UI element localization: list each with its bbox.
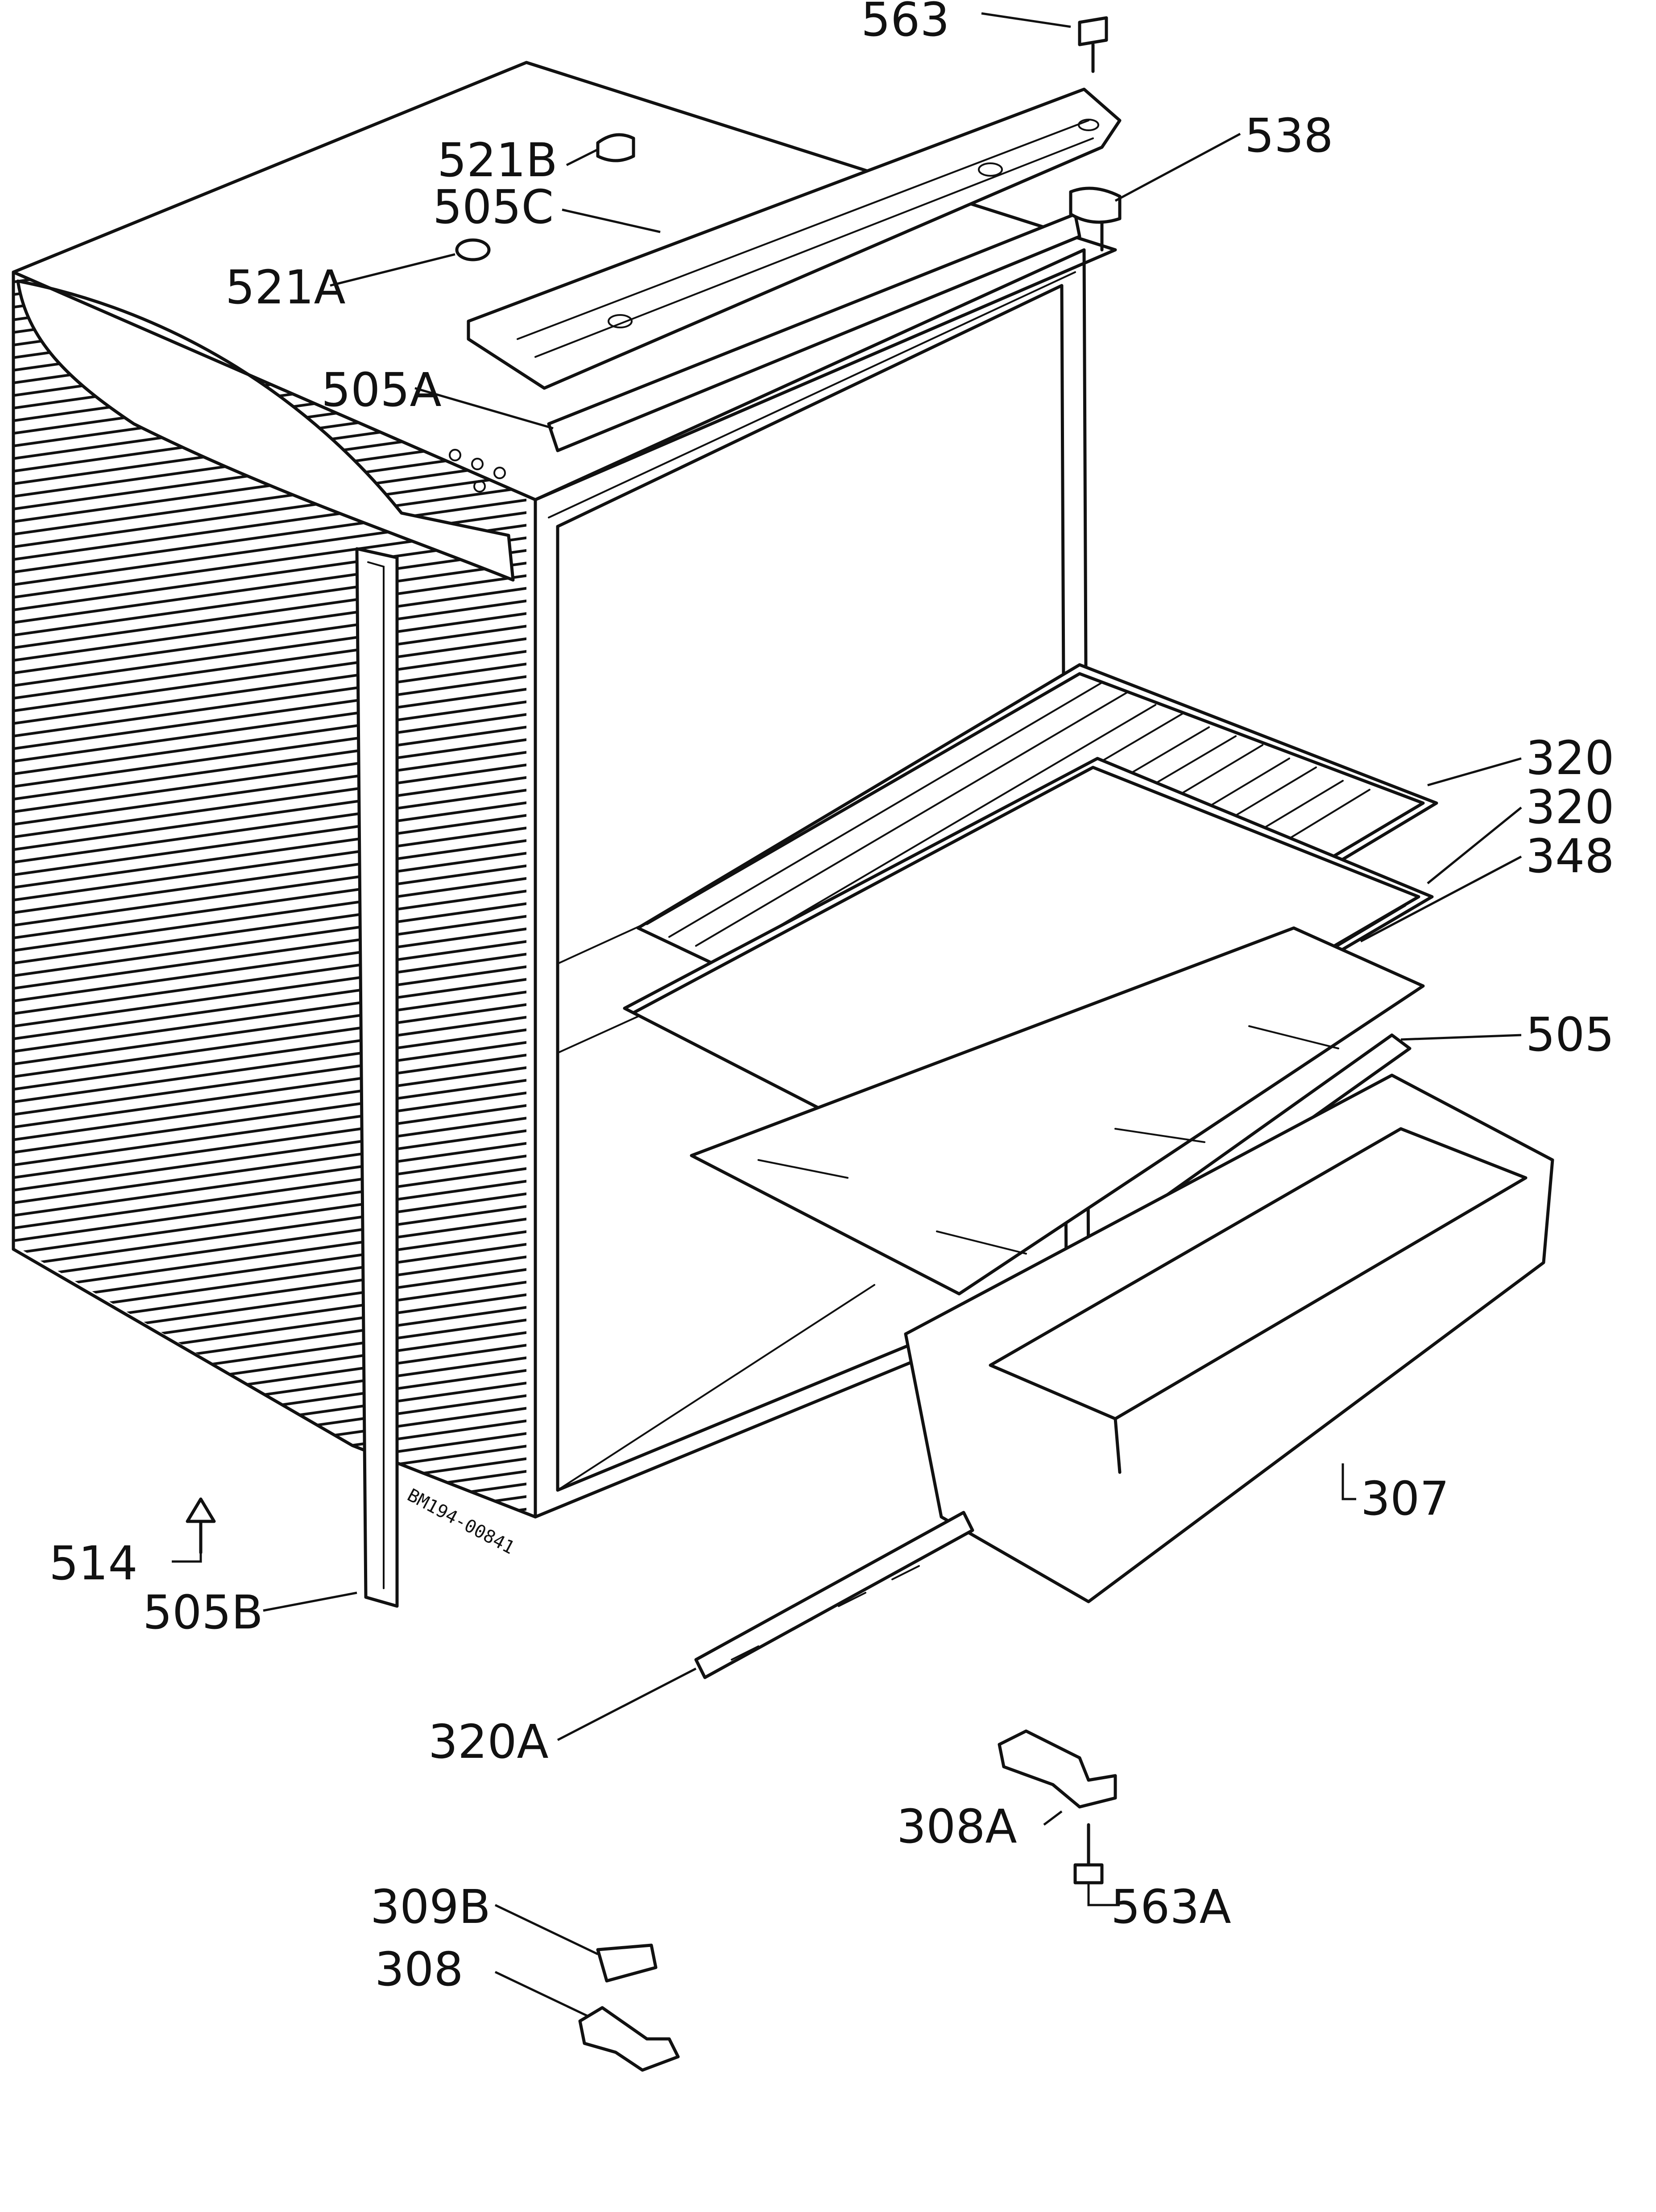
callout-538: 538: [1245, 108, 1333, 163]
door-seal-strip-505b: [355, 547, 399, 1608]
callout-521a: 521A: [225, 260, 346, 315]
bracket-308a: [998, 1729, 1117, 1809]
callout-348: 348: [1526, 829, 1615, 883]
screw-563a: [1073, 1823, 1104, 1885]
callout-563a: 563A: [1111, 1880, 1231, 1934]
callout-labels: 563 538 521B 505C 521A 505A 320 320 348 …: [49, 0, 1615, 1997]
callout-308: 308: [375, 1942, 464, 1997]
crisper-drawer-307: [904, 1073, 1554, 1603]
callout-320-lower: 320: [1526, 780, 1615, 834]
callout-309b: 309B: [370, 1880, 491, 1934]
callout-320-upper: 320: [1526, 731, 1615, 785]
hinge-pin-538: [1069, 186, 1122, 252]
callout-505a: 505A: [321, 363, 442, 417]
bracket-308: [578, 2006, 680, 2072]
callout-521b: 521B: [437, 133, 558, 187]
callout-308a: 308A: [897, 1799, 1017, 1854]
callout-514: 514: [49, 1536, 138, 1591]
trim-bar-505a: [547, 212, 1081, 452]
leveling-foot-514: [186, 1497, 216, 1554]
plug-521a: [455, 238, 491, 261]
top-cap-521b: [596, 133, 635, 162]
top-hinge-plate-505c: [467, 87, 1122, 390]
callout-505: 505: [1526, 1007, 1615, 1062]
cap-309b: [596, 1943, 658, 1983]
callout-505c: 505C: [433, 180, 554, 234]
screw-563: [1078, 16, 1108, 73]
glass-shelf-348: [690, 926, 1425, 1296]
shelf-runner-320a: [694, 1511, 974, 1679]
leader-lines: [172, 12, 1522, 2018]
callout-320a: 320A: [428, 1715, 549, 1769]
callout-307: 307: [1361, 1471, 1449, 1526]
callout-563: 563: [861, 0, 950, 47]
callout-505b: 505B: [143, 1585, 263, 1640]
